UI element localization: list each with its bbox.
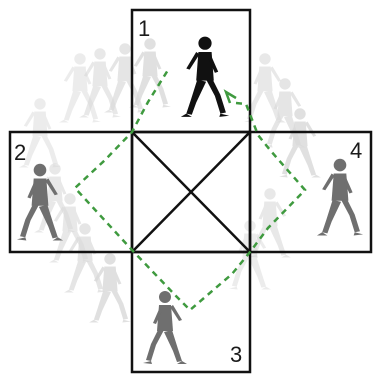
label-bottom: 3 bbox=[230, 342, 242, 367]
label-top: 1 bbox=[138, 16, 150, 41]
label-right: 4 bbox=[350, 138, 362, 163]
label-left: 2 bbox=[14, 140, 26, 165]
walking-person-icon-top bbox=[181, 37, 229, 117]
left-box bbox=[10, 132, 132, 252]
walking-person-icon-bottom bbox=[143, 291, 187, 364]
arrowhead-icon bbox=[226, 92, 236, 103]
ghost-trail bbox=[19, 38, 321, 322]
walking-person-icon-right bbox=[317, 159, 363, 236]
